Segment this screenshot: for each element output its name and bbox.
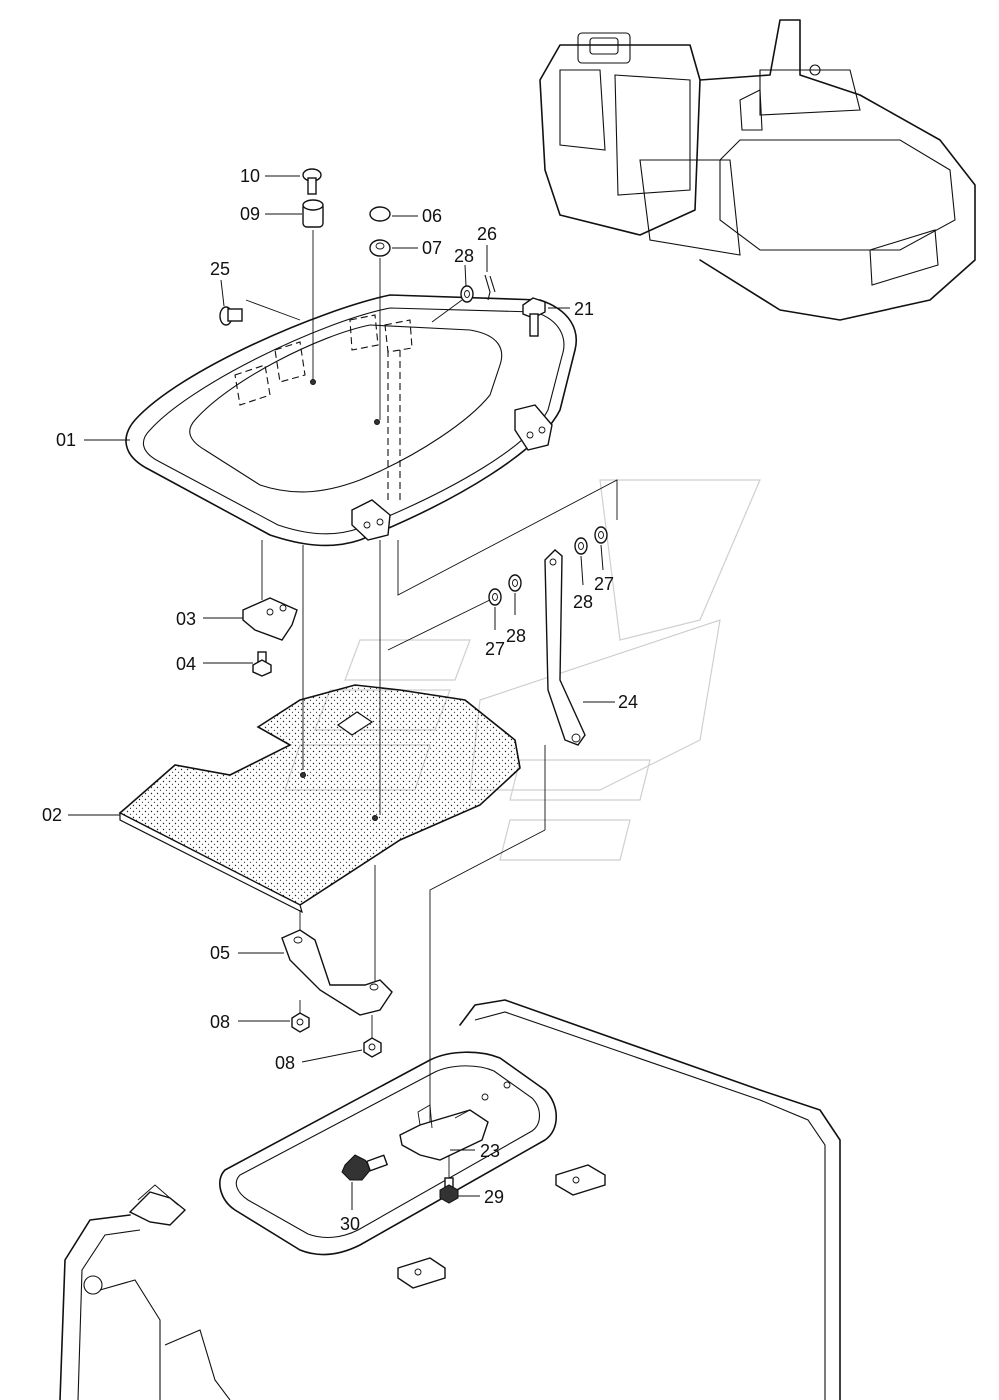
callout-23: 23 bbox=[480, 1141, 500, 1161]
washer-28-right bbox=[574, 537, 588, 555]
callout-27-right: 27 bbox=[594, 574, 614, 594]
washer-28-top bbox=[460, 285, 474, 303]
latch-23 bbox=[399, 1104, 489, 1161]
pin-26 bbox=[484, 274, 496, 301]
knob-30 bbox=[341, 1154, 389, 1181]
hinge-right bbox=[514, 404, 553, 451]
callout-labels: 10 09 06 07 28 26 25 21 01 03 04 27 28 2… bbox=[42, 166, 638, 1234]
callout-04: 04 bbox=[176, 654, 196, 674]
bolt-10 bbox=[302, 168, 322, 195]
callout-25: 25 bbox=[210, 259, 230, 279]
callout-02: 02 bbox=[42, 805, 62, 825]
washer-27-right bbox=[594, 526, 608, 544]
bolt-04 bbox=[252, 651, 272, 677]
grommet-07 bbox=[369, 239, 391, 257]
callout-28-right: 28 bbox=[573, 592, 593, 612]
nut-08-lower bbox=[363, 1037, 382, 1058]
hinge-left bbox=[351, 499, 391, 541]
roof-block-left bbox=[397, 1257, 446, 1289]
roof-block-right bbox=[555, 1164, 606, 1196]
cab-roof bbox=[59, 999, 841, 1400]
excavator-overview bbox=[539, 19, 976, 321]
callout-07: 07 bbox=[422, 238, 442, 258]
callout-01: 01 bbox=[56, 430, 76, 450]
pin-25 bbox=[219, 306, 243, 326]
callout-26: 26 bbox=[477, 224, 497, 244]
callout-28-left: 28 bbox=[506, 626, 526, 646]
callout-03: 03 bbox=[176, 609, 196, 629]
bolt-29 bbox=[439, 1155, 459, 1204]
callout-29: 29 bbox=[484, 1187, 504, 1207]
callout-10: 10 bbox=[240, 166, 260, 186]
bolt-21 bbox=[522, 297, 546, 337]
bracket-03 bbox=[242, 597, 298, 641]
screw-06 bbox=[369, 206, 391, 222]
roof-hatch-frame bbox=[219, 1051, 557, 1256]
callout-09: 09 bbox=[240, 204, 260, 224]
callout-27-left: 27 bbox=[485, 639, 505, 659]
stay-rod-24 bbox=[544, 549, 586, 830]
callout-06: 06 bbox=[422, 206, 442, 226]
callout-21: 21 bbox=[574, 299, 594, 319]
cover-panel bbox=[125, 294, 577, 547]
alignment-lines-top bbox=[245, 230, 463, 500]
nut-08-upper bbox=[291, 1012, 310, 1033]
spacer-09 bbox=[302, 199, 324, 228]
floor-mat-02 bbox=[118, 684, 521, 914]
washer-28-left bbox=[508, 574, 522, 592]
washer-27-left bbox=[488, 588, 502, 606]
callout-08-upper: 08 bbox=[210, 1012, 230, 1032]
handle-05 bbox=[281, 929, 393, 1016]
leader-lines bbox=[68, 175, 615, 1210]
callout-08-lower: 08 bbox=[275, 1053, 295, 1073]
callout-05: 05 bbox=[210, 943, 230, 963]
callout-28-top: 28 bbox=[454, 246, 474, 266]
callout-24: 24 bbox=[618, 692, 638, 712]
callout-30: 30 bbox=[340, 1214, 360, 1234]
